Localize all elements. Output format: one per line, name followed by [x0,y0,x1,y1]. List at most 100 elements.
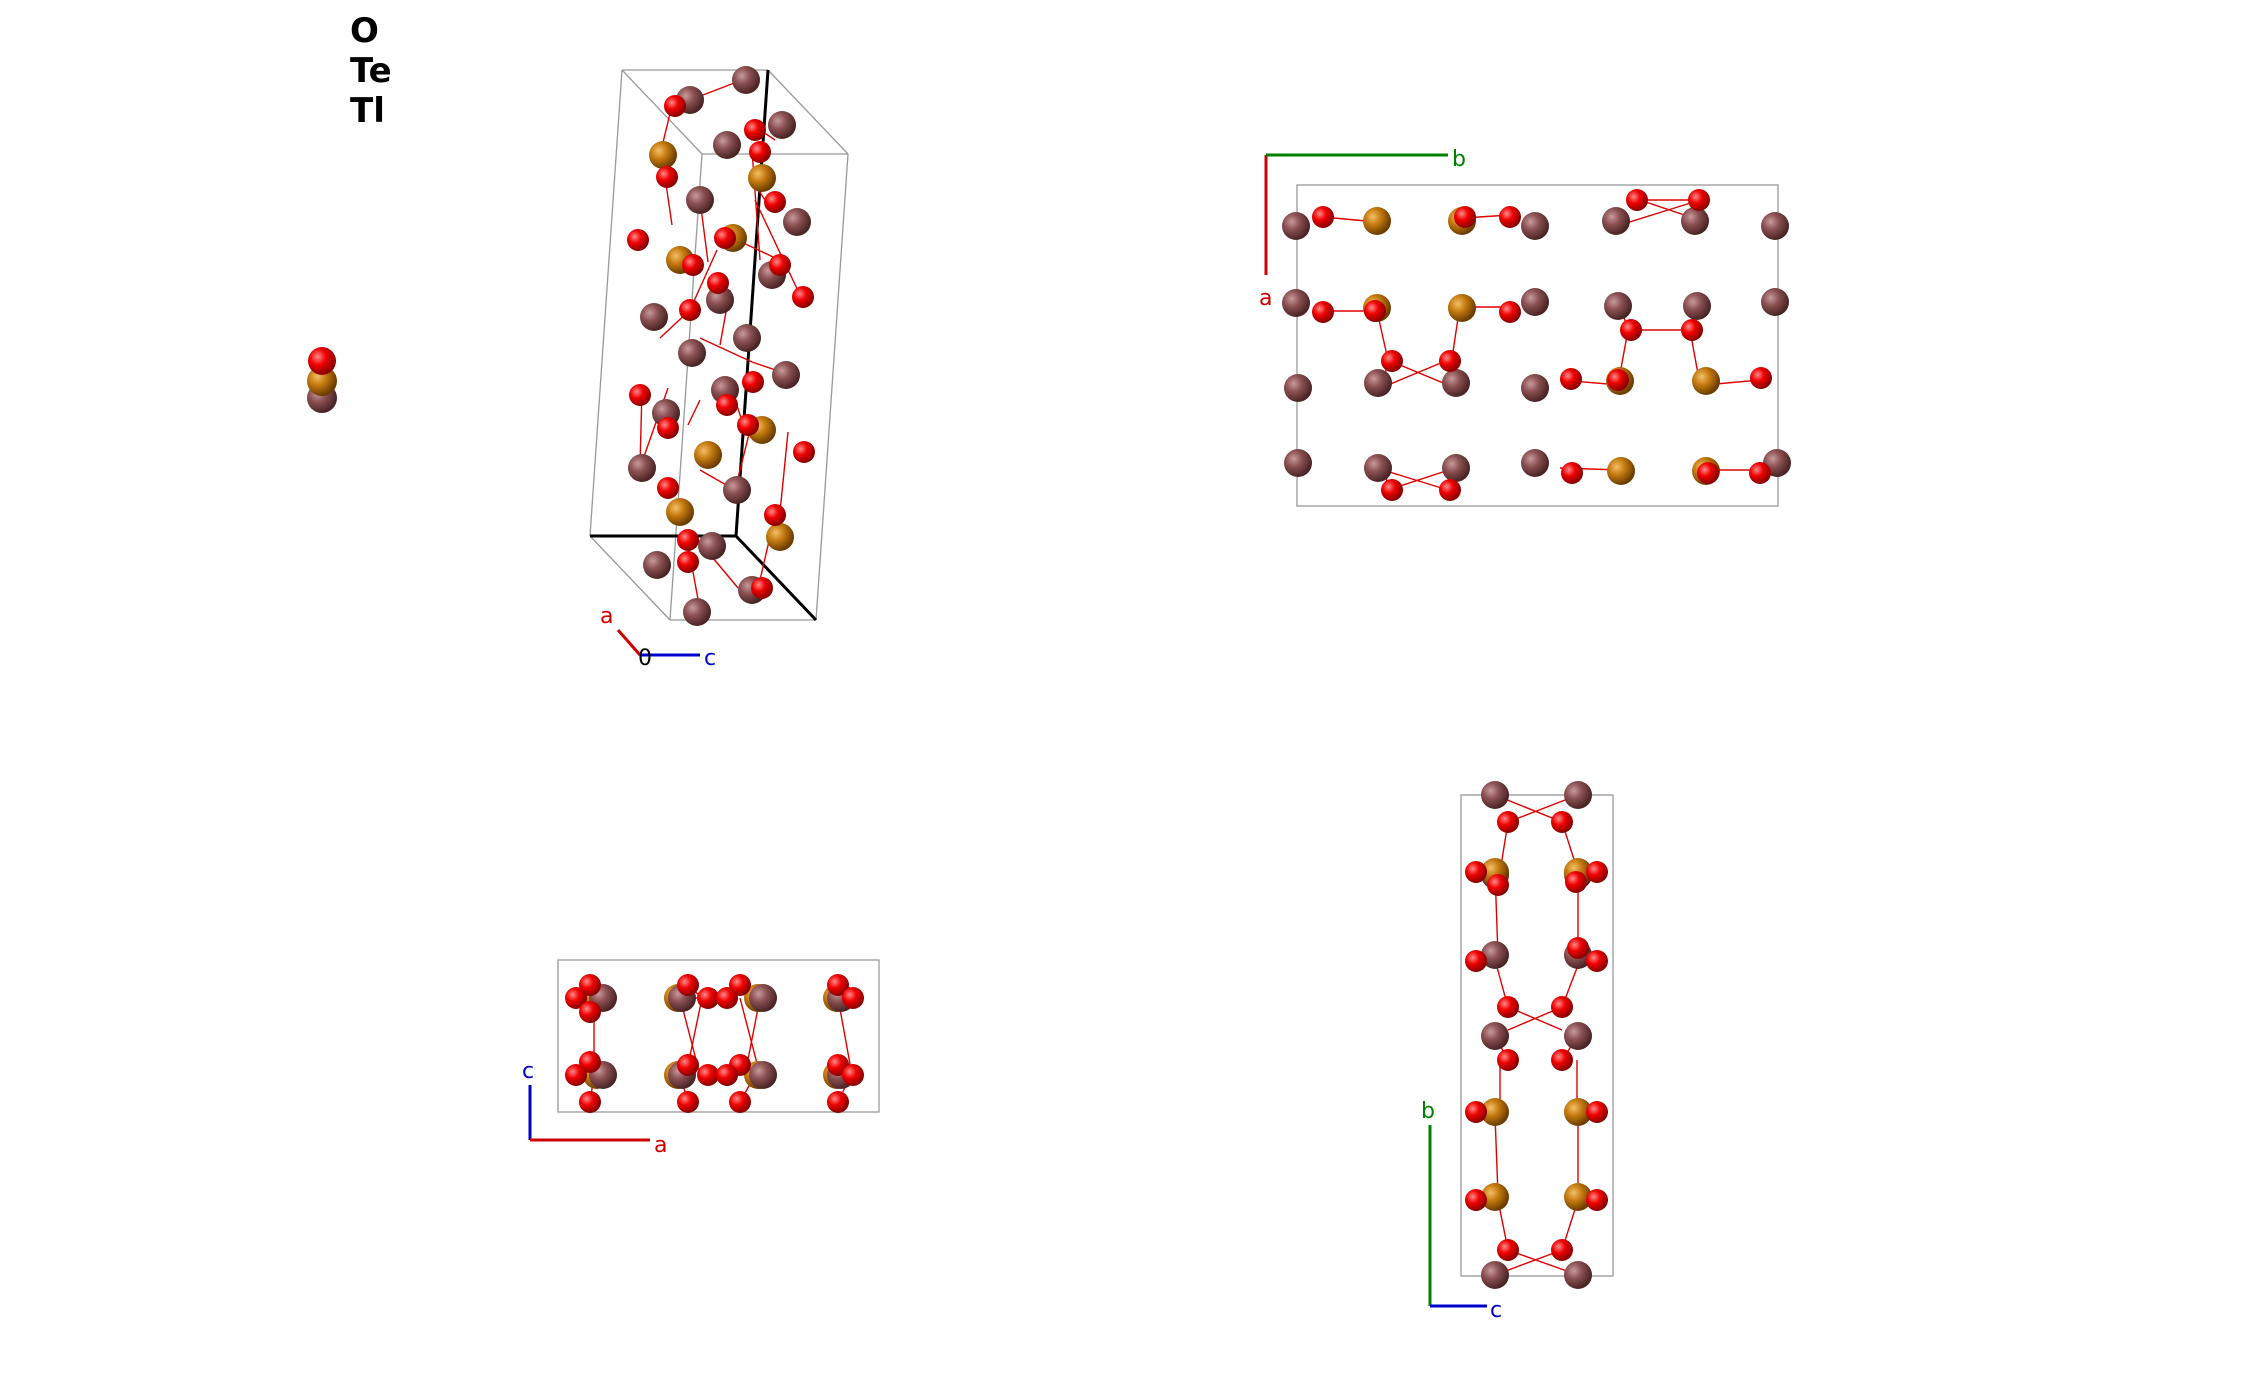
atom-tl [1761,212,1789,240]
atom-tl [768,111,796,139]
atom-tl [1282,212,1310,240]
atom-o [1551,1239,1573,1261]
atom-o [1497,996,1519,1018]
atom-tl [1481,1261,1509,1289]
atom-o [1499,301,1521,323]
atom-te [649,141,677,169]
atom-o [1586,1101,1608,1123]
atom-o [565,1064,587,1086]
atom-o [1465,861,1487,883]
atom-o [657,477,679,499]
atom-tl [1364,369,1392,397]
atom-o [792,286,814,308]
atom-te [694,441,722,469]
axis-indicator: c a [522,1059,667,1158]
atom-o [677,529,699,551]
atom-te [1481,1183,1509,1211]
atom-o [1551,811,1573,833]
atom-te [1692,367,1720,395]
atom-o [677,551,699,573]
atom-o [1497,1049,1519,1071]
atom-o [1586,861,1608,883]
atom-o [629,384,651,406]
bonds [1322,199,1761,491]
atom-o [1497,1239,1519,1261]
atom-tl [628,454,656,482]
atom-tl [1681,207,1709,235]
atom-tl [783,208,811,236]
bond [1387,359,1449,386]
atom-tl [1282,289,1310,317]
atom-o [827,974,849,996]
atom-tl [1481,781,1509,809]
atom-tl [1604,292,1632,320]
atom-o [308,347,336,375]
unit-cell [557,959,880,1113]
atom-te [307,366,337,396]
atom-tl [1521,288,1549,316]
atom-o [1561,462,1583,484]
atom-o [793,441,815,463]
atom-tl [686,186,714,214]
atom-o [1499,206,1521,228]
atom-o [716,394,738,416]
atom-o [1312,206,1334,228]
bond [1494,1114,1499,1196]
atom-tl [1564,1261,1592,1289]
atom-o [827,1091,849,1113]
atom-o [1465,950,1487,972]
unit-cell [1296,184,1779,507]
atom-o [682,254,704,276]
atom-tl [1683,292,1711,320]
bond [779,431,789,513]
atom-o [579,1001,601,1023]
atom-o [729,1091,751,1113]
atoms [1282,189,1791,501]
atom-tl [706,286,734,314]
atom-o [842,987,864,1009]
atom-o [679,299,701,321]
bc-projection-view: b c [1421,781,1614,1323]
atom-o [1586,1189,1608,1211]
atom-o [565,987,587,1009]
atom-o [716,987,738,1009]
atom-te [748,164,776,192]
atom-o [1586,950,1608,972]
atom-tl [772,361,800,389]
atom-tl [1602,207,1630,235]
atom-te [1363,207,1391,235]
atom-o [749,141,771,163]
atom-o [707,272,729,294]
axis-indicator: a 0 c [600,604,716,671]
axis-label-a: a [600,604,613,629]
atom-tl [1364,454,1392,482]
atom-tl [1521,212,1549,240]
axis-label-a: a [654,1133,667,1158]
ab-projection-view: b a [1259,147,1791,507]
legend-te: Te [350,51,392,91]
atom-o [1465,1189,1487,1211]
axis-label-origin: 0 [638,646,652,671]
atom-o [677,974,699,996]
axis-label-c: c [704,646,716,671]
atom-tl [1481,941,1509,969]
atom-tl [732,66,760,94]
atom-o [737,414,759,436]
atom-tl [640,303,668,331]
atom-o [579,1051,601,1073]
atom-o [716,1064,738,1086]
atom-o [751,577,773,599]
atom-o [1454,206,1476,228]
ca-projection-view: c a [522,959,880,1158]
bond [1619,199,1701,226]
atom-te [1564,1098,1592,1126]
atom-tl [733,324,761,352]
atom-tl [1564,781,1592,809]
atom-o [1688,189,1710,211]
atom-o [1381,350,1403,372]
atom-tl [1761,288,1789,316]
atom-tl [1284,449,1312,477]
atom-o [1497,811,1519,833]
atom-o [579,1091,601,1113]
